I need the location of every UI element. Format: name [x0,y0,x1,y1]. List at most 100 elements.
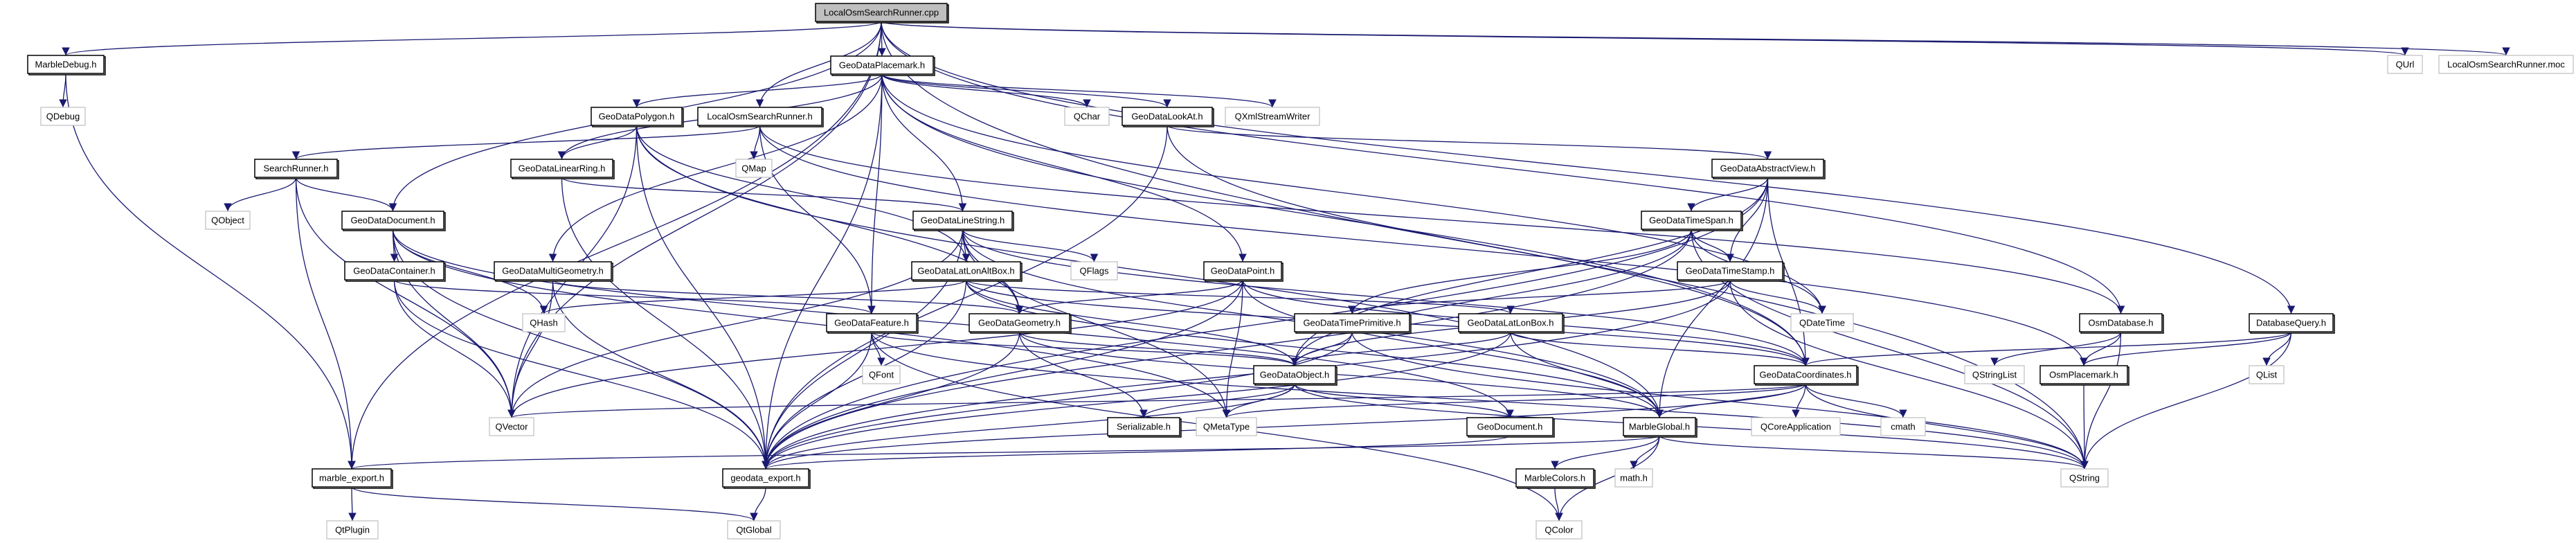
node-geo-data-container[interactable]: GeoDataContainer.h [344,261,446,282]
node-marble-debug[interactable]: MarbleDebug.h [27,55,106,75]
node-geo-data-lat-lon-box[interactable]: GeoDataLatLonBox.h [1458,313,1565,334]
node-box [697,107,822,126]
node-box [1107,417,1180,436]
edge-root-to-local-osm-search-runner-h [755,21,882,108]
node-box [312,468,392,488]
node-label: OsmPlacemark.h [2049,370,2118,380]
node-search-runner[interactable]: SearchRunner.h [254,159,339,179]
node-geo-document[interactable]: GeoDocument.h [1466,417,1555,438]
edge-geo-data-document-to-geo-document [392,229,1514,418]
node-box [1711,159,1824,178]
edge-geo-data-geometry-to-geodata-export [762,331,1020,470]
node-label: QObject [211,215,244,226]
node-geo-data-time-stamp[interactable]: GeoDataTimeStamp.h [1677,261,1785,282]
node-label: GeoDataContainer.h [353,266,435,276]
node-label: GeoDataMultiGeometry.h [502,266,603,276]
node-box [1751,417,1841,436]
node-geo-data-look-at[interactable]: GeoDataLookAt.h [1122,107,1214,127]
node-label: QMetaType [1203,422,1250,432]
node-label: MarbleGlobal.h [1629,422,1690,432]
node-moc: LocalOsmSearchRunner.moc [2438,55,2574,74]
node-label: QtGlobal [736,525,771,535]
edge-geo-data-lat-lon-box-to-marble-global [1510,331,1664,418]
edge-geo-data-time-span-to-geodata-export [762,229,1692,470]
edge-geo-data-container-to-qvector [393,279,516,418]
node-qt-global: QtGlobal [727,520,781,540]
node-geo-data-polygon[interactable]: GeoDataPolygon.h [591,107,684,127]
node-label: GeoDataAbstractView.h [1720,163,1816,174]
node-geo-data-placemark[interactable]: GeoDataPlacemark.h [830,55,935,76]
node-local-osm-search-runner-h[interactable]: LocalOsmSearchRunner.h [697,107,824,127]
edge-geodata-export-to-qt-global [750,486,766,522]
edge-geo-data-placemark-to-geo-data-look-at [881,73,1171,108]
edge-geo-data-coordinates-to-qcore-application [1792,383,1806,418]
edge-geo-data-placemark-to-qxml-stream-writer [881,73,1277,108]
edge-geo-data-object-to-geo-document [1294,383,1514,418]
edge-marble-export-to-qt-global [351,486,758,522]
edge-geo-data-placemark-to-geodata-export [762,73,883,470]
edge-geo-data-time-span-to-geo-data-object [1290,229,1692,366]
edge-geo-data-time-primitive-to-qstring [1351,331,2089,470]
node-geo-data-object[interactable]: GeoDataObject.h [1253,365,1337,386]
edge-geo-data-feature-to-geodata-export [762,331,872,470]
edge-marble-global-to-marble-export [348,435,1660,470]
node-marble-export[interactable]: marble_export.h [312,468,393,489]
node-geo-data-feature[interactable]: GeoDataFeature.h [826,313,919,334]
node-box [1458,313,1563,332]
edge-geo-data-object-to-geodata-export [762,383,1295,470]
node-label: GeoDataLatLonAltBox.h [917,266,1014,276]
node-box [1677,261,1783,281]
edge-geo-data-lat-lon-box-to-geodata-export [762,331,1511,470]
node-label: QList [2256,370,2278,380]
node-geo-data-document[interactable]: GeoDataDocument.h [341,211,446,231]
node-geo-data-linear-ring[interactable]: GeoDataLinearRing.h [510,159,615,179]
node-geo-data-line-string[interactable]: GeoDataLineString.h [912,211,1014,231]
node-box [1790,313,1854,332]
node-geo-data-multi-geometry[interactable]: GeoDataMultiGeometry.h [494,261,613,282]
edge-geo-data-point-to-qmeta-type [1222,279,1243,418]
node-database-query[interactable]: DatabaseQuery.h [2249,313,2335,334]
node-label: QDebug [46,112,80,122]
edge-database-query-to-qlist [2262,331,2292,366]
node-osm-database[interactable]: OsmDatabase.h [2079,313,2164,334]
node-geo-data-point[interactable]: GeoDataPoint.h [1203,261,1284,282]
node-box [1203,261,1282,281]
edge-local-osm-search-runner-h-to-geo-data-feature [759,125,876,314]
node-serializable[interactable]: Serializable.h [1107,417,1182,438]
node-marble-global[interactable]: MarbleGlobal.h [1623,417,1697,438]
node-geo-data-time-primitive[interactable]: GeoDataTimePrimitive.h [1294,313,1412,334]
edge-marble-global-to-qcolor [1555,435,1660,522]
node-geo-data-coordinates[interactable]: GeoDataCoordinates.h [1754,365,1859,386]
node-label: QtPlugin [335,525,370,535]
edge-root-to-moc [881,21,2510,56]
node-label: DatabaseQuery.h [2256,318,2326,328]
edge-local-osm-search-runner-h-to-osm-database [759,125,2125,314]
node-root[interactable]: LocalOsmSearchRunner.cpp [815,3,949,24]
edge-geo-data-abstract-view-to-geo-data-time-stamp [1726,177,1769,262]
node-box [815,3,948,22]
node-box [344,261,444,281]
node-box [1515,468,1594,488]
node-geo-data-time-span[interactable]: GeoDataTimeSpan.h [1641,211,1743,231]
node-osm-placemark[interactable]: OsmPlacemark.h [2039,365,2129,386]
node-geo-data-lat-lon-alt-box[interactable]: GeoDataLatLonAltBox.h [911,261,1023,282]
node-box [1623,417,1696,436]
edge-geo-data-geometry-to-serializable [1018,331,1148,418]
node-box [510,159,613,178]
edge-local-osm-search-runner-h-to-qmap [750,125,761,160]
edge-search-runner-to-qobject [224,177,297,212]
node-box [1754,365,1857,384]
node-marble-colors[interactable]: MarbleColors.h [1515,468,1596,489]
node-box [1880,417,1926,436]
node-geo-data-geometry[interactable]: GeoDataGeometry.h [969,313,1072,334]
edge-root-to-osm-database [881,21,2125,314]
node-box [2079,313,2163,332]
node-geo-data-abstract-view[interactable]: GeoDataAbstractView.h [1711,159,1826,179]
edge-geo-data-multi-geometry-to-geo-data-geometry [552,279,1024,314]
edge-marble-global-to-marble-colors [1551,435,1660,470]
node-geodata-export[interactable]: geodata_export.h [722,468,811,489]
edge-geo-data-coordinates-to-geodata-export [762,383,1806,470]
node-qmap: QMap [735,159,773,178]
edge-geo-data-time-stamp-to-geo-data-time-primitive [1348,279,1731,314]
node-box [326,520,379,540]
